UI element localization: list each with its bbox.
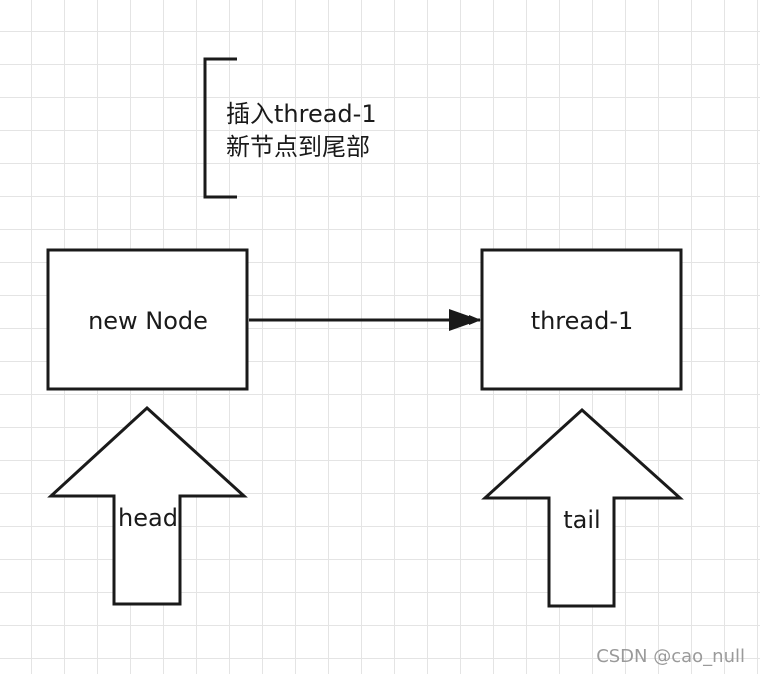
note-line-1: 插入thread-1: [226, 100, 377, 128]
note-bracket: [203, 57, 237, 199]
thread1-node-box[interactable]: [480, 248, 683, 391]
new-node-label: new Node: [88, 307, 208, 335]
new-node-box[interactable]: [46, 248, 249, 391]
note-line-2: 新节点到尾部: [226, 133, 370, 161]
tail-pointer-arrow[interactable]: [481, 407, 684, 608]
head-pointer-arrow[interactable]: [47, 405, 248, 606]
watermark: CSDN @cao_null: [596, 646, 745, 667]
head-label: head: [118, 504, 178, 532]
tail-label: tail: [563, 506, 600, 534]
next-pointer-arrowhead: [449, 309, 480, 331]
thread1-node-label: thread-1: [531, 307, 634, 335]
